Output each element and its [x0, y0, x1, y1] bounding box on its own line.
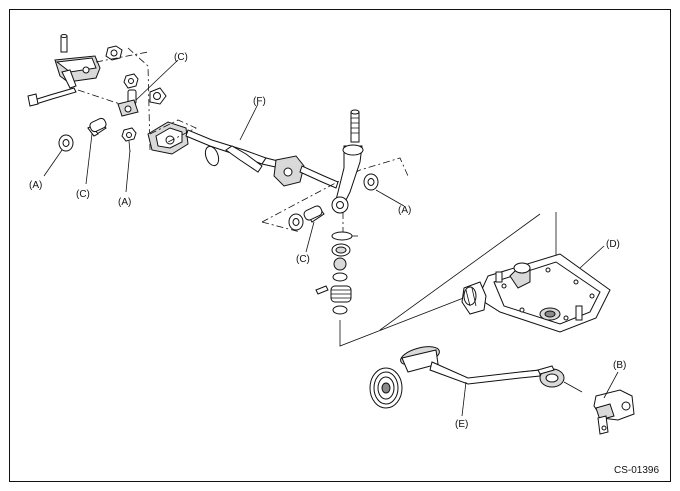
shift-link-e [369, 346, 583, 409]
leader-lines [43, 59, 619, 417]
figure-id: CS-01396 [614, 465, 659, 476]
mid-bushing-stack [288, 205, 557, 347]
callout-labels: (C) (F) (A) (C) (A) (A) (C) (D) (B) (E) [29, 52, 626, 430]
callout-d: (D) [606, 239, 620, 250]
callout-c-top: (C) [174, 52, 188, 63]
c-top-parts [117, 73, 167, 117]
callout-c-left: (C) [76, 189, 90, 200]
callout-b: (B) [613, 360, 626, 371]
housing-d [461, 253, 611, 333]
bracket-b [593, 389, 635, 435]
shift-lever [331, 109, 364, 232]
upper-bracket-assembly [27, 34, 151, 151]
shift-rod-f [147, 119, 409, 233]
callout-a-right: (A) [398, 205, 411, 216]
right-washer-a [363, 173, 379, 191]
callout-e: (E) [455, 419, 468, 430]
callout-f: (F) [253, 96, 266, 107]
callout-a-left: (A) [29, 180, 42, 191]
left-bushing-parts [58, 117, 137, 153]
callout-c-mid: (C) [296, 254, 310, 265]
diagram-frame [9, 9, 671, 482]
callout-a-mid: (A) [118, 197, 131, 208]
